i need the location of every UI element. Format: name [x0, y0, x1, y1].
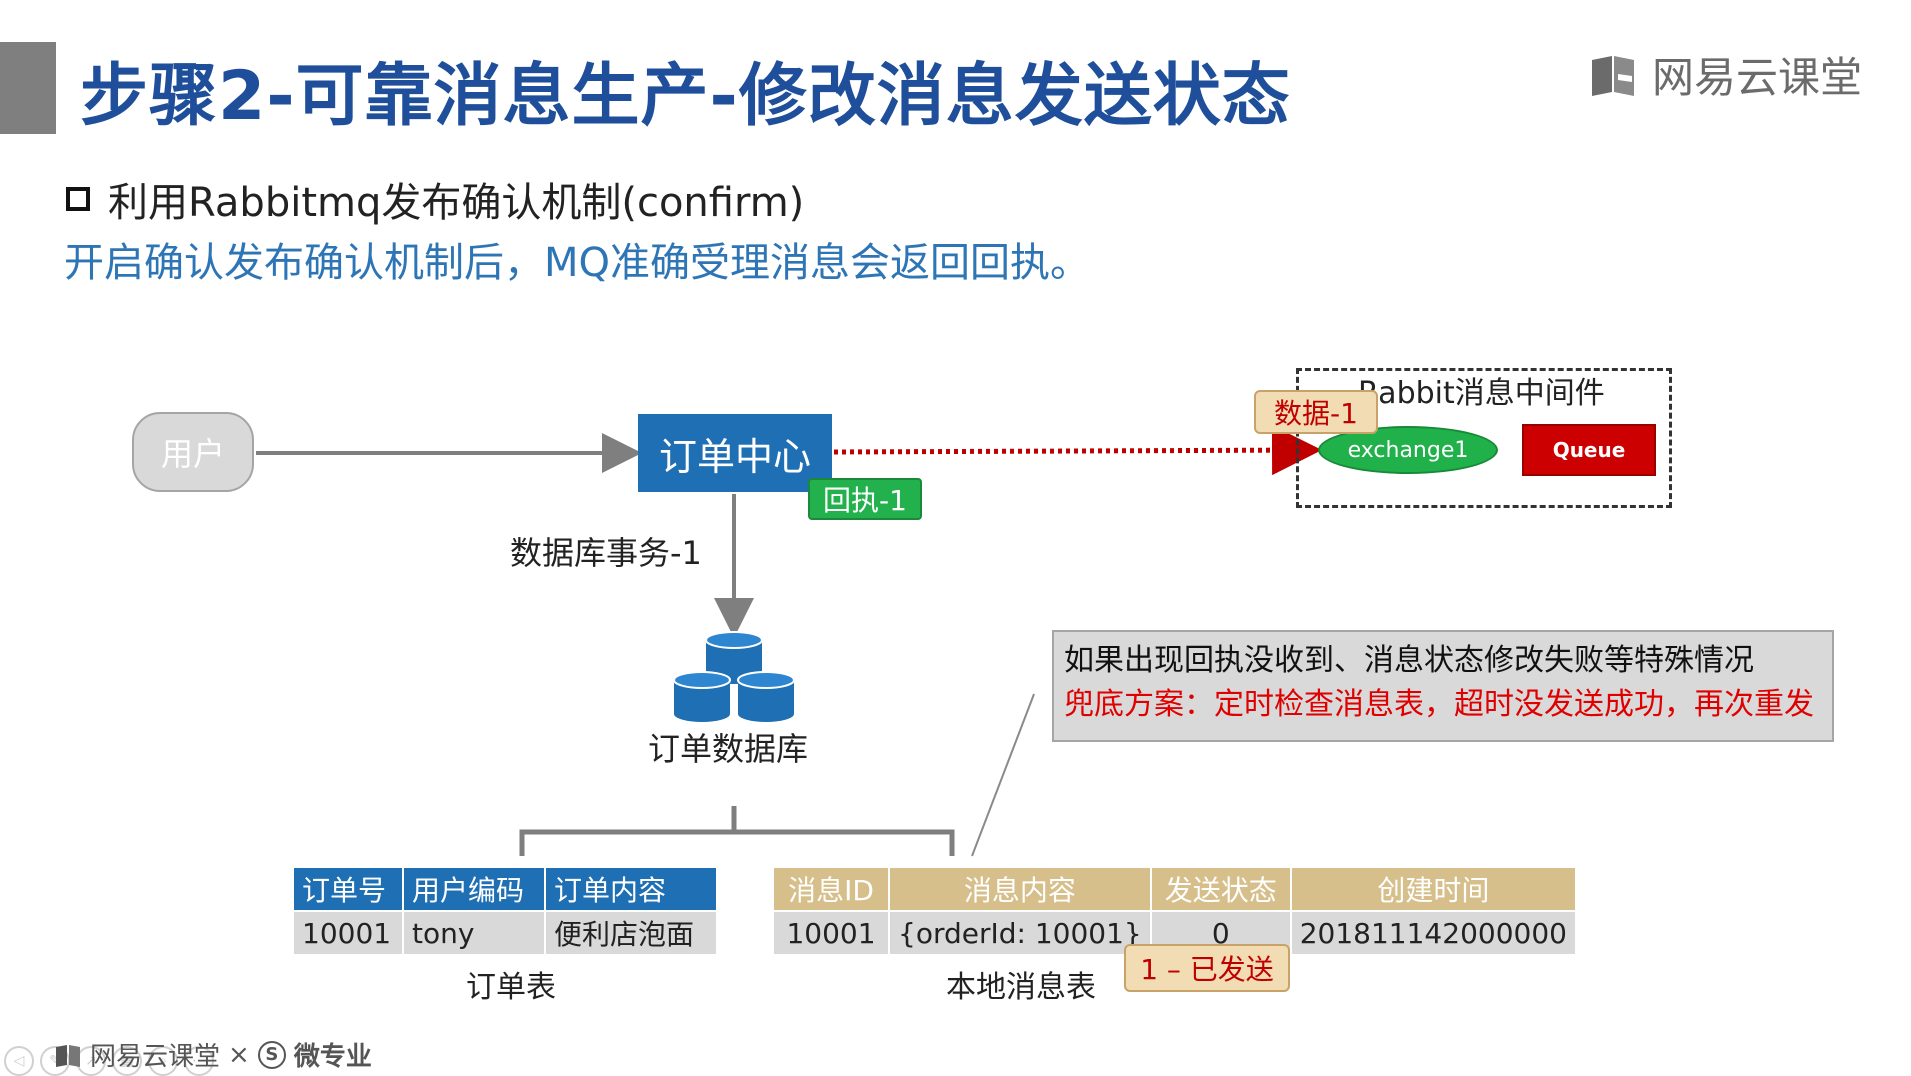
message-table-label: 本地消息表 — [946, 970, 1096, 1005]
table-cell: 10001 — [294, 910, 404, 954]
table-header: 订单内容 — [545, 868, 718, 911]
table-cell: tony — [403, 910, 546, 954]
rabbit-middleware-title: Rabbit消息中间件 — [1358, 376, 1605, 411]
rabbit-middleware-box — [1296, 368, 1672, 508]
message-table: 消息ID 消息内容 发送状态 创建时间 10001 {orderId: 1000… — [774, 868, 1577, 954]
table-cell: 10001 — [774, 910, 890, 954]
bullet-point: 利用Rabbitmq发布确认机制(confirm) — [66, 170, 804, 228]
slide-subtitle: 开启确认发布确认机制后，MQ准确受理消息会返回回执。 — [64, 240, 1090, 286]
table-header: 消息ID — [774, 868, 890, 911]
brand-name: 网易云课堂 — [1652, 53, 1863, 102]
data-tag: 数据-1 — [1254, 390, 1378, 434]
footer-partner-name: 微专业 — [293, 1042, 372, 1072]
order-table: 订单号 用户编码 订单内容 10001 tony 便利店泡面 — [294, 868, 718, 954]
table-header: 发送状态 — [1150, 868, 1292, 911]
slide-title: 步骤2-可靠消息生产-修改消息发送状态 — [80, 57, 1291, 136]
note-pointer-line — [971, 693, 1035, 857]
order-to-exchange-dotted-arrow — [833, 425, 1322, 476]
book-icon — [1592, 55, 1634, 96]
footer-brand: 网易云课堂 × S 微专业 — [54, 1036, 372, 1073]
sent-status-tag: 1 – 已发送 — [1124, 944, 1290, 992]
exchange-node: exchange1 — [1318, 426, 1498, 474]
order-center-node: 订单中心 — [638, 414, 832, 492]
table-cell: 201811142000000 — [1290, 910, 1577, 954]
table-cell: {orderId: 10001} — [889, 910, 1152, 954]
checkbox-bullet-icon — [66, 187, 90, 211]
title-accent-bar — [0, 42, 56, 134]
table-cell: 便利店泡面 — [545, 910, 718, 954]
database-icon — [673, 631, 795, 722]
table-header-row: 订单号 用户编码 订单内容 — [294, 868, 718, 911]
queue-node: Queue — [1522, 424, 1656, 476]
order-table-label: 订单表 — [466, 970, 556, 1005]
receipt-tag: 回执-1 — [808, 478, 922, 520]
table-header: 用户编码 — [403, 868, 546, 911]
brand-logo: 网易云课堂 — [1588, 44, 1862, 105]
order-db-label: 订单数据库 — [648, 730, 809, 768]
note-line-2: 兜底方案：定时检查消息表，超时没发送成功，再次重发 — [1064, 687, 1814, 722]
table-header: 消息内容 — [889, 868, 1152, 911]
note-line-1: 如果出现回执没收到、消息状态修改失败等特殊情况 — [1064, 643, 1754, 678]
weizhuanye-logo-icon: S — [257, 1040, 286, 1069]
table-header-row: 消息ID 消息内容 发送状态 创建时间 — [774, 868, 1577, 911]
table-row: 10001 {orderId: 10001} 0 201811142000000 — [774, 910, 1577, 954]
bullet-text: 利用Rabbitmq发布确认机制(confirm) — [108, 180, 805, 226]
table-header: 创建时间 — [1290, 868, 1577, 911]
footer-separator: × — [228, 1039, 250, 1070]
table-header: 订单号 — [294, 868, 404, 911]
prev-slide-icon[interactable]: ◁ — [4, 1046, 34, 1076]
table-row: 10001 tony 便利店泡面 — [294, 910, 718, 954]
fallback-note: 如果出现回执没收到、消息状态修改失败等特殊情况 兜底方案：定时检查消息表，超时没… — [1052, 630, 1834, 742]
user-node: 用户 — [132, 412, 254, 492]
footer-brand-name: 网易云课堂 — [90, 1042, 221, 1072]
book-icon — [56, 1044, 80, 1067]
db-transaction-label: 数据库事务-1 — [510, 534, 702, 572]
db-tables-bracket — [519, 806, 955, 856]
